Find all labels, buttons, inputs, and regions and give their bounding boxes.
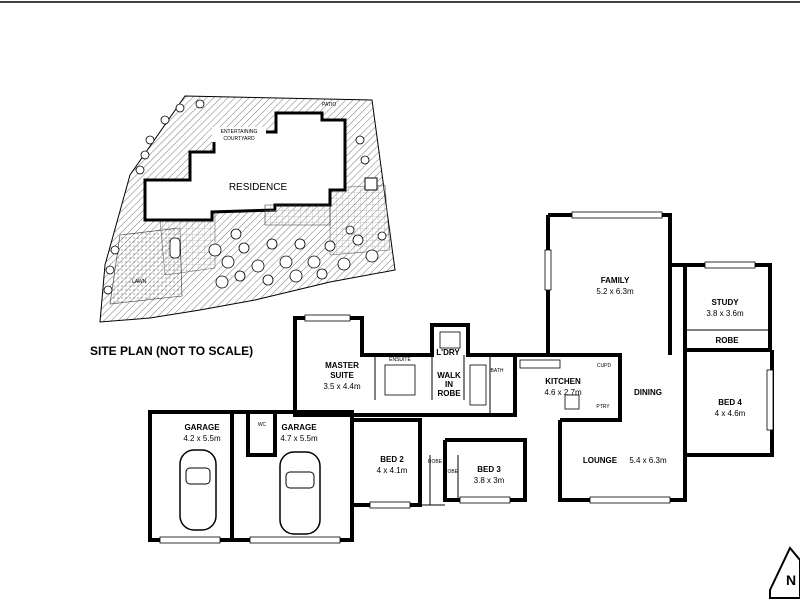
garage2-door [249,536,341,544]
wc-label: WC [258,422,267,428]
north-arrow-icon: N [769,546,800,599]
north-label: N [786,572,796,588]
dining-label: DINING [634,388,662,397]
garage1-dim: 4.2 x 5.5m [183,434,221,443]
bed3-dim: 3.8 x 3m [474,476,505,485]
cupd-label: CUPD [597,363,612,369]
robe3-label: ROBE [444,469,459,475]
ensuite-fixtures [384,364,416,396]
bed2-label: BED 2 [380,455,404,464]
cooktop [564,394,580,410]
ensuite-label: ENSUITE [389,357,411,363]
robe-label: ROBE [715,336,739,345]
patio-label: PATIO [322,102,336,108]
walkin-label-1: WALK [437,371,461,380]
water-tank [364,177,378,191]
lounge-label: LOUNGE [583,456,618,465]
bed2-dim: 4 x 4.1m [377,466,408,475]
site-plan: PATIO ENTERTAINING COURTYARD RESIDENCE L… [99,95,396,323]
room-labels: FAMILY 5.2 x 6.3m STUDY 3.8 x 3.6m ROBE … [183,276,745,485]
family-label: FAMILY [601,276,630,285]
bath-label: BATH [491,368,504,374]
residence-label: RESIDENCE [229,182,288,193]
master-label-2: SUITE [330,371,354,380]
study-dim: 3.8 x 3.6m [706,309,744,318]
garage-slab [264,204,331,226]
family-window-left [544,249,552,291]
kitchen-label: KITCHEN [545,377,581,386]
lounge-dim: 5.4 x 6.3m [629,456,667,465]
master-label-1: MASTER [325,361,359,370]
family-walls [546,213,672,355]
family-window-top [571,211,663,219]
walkin-label-3: ROBE [437,389,461,398]
bed2-window [369,501,411,509]
residence-footprint [143,111,347,222]
courtyard-label: COURTYARD [223,136,255,142]
kitchen-bench [519,359,561,369]
floor-plan [148,211,774,544]
walkin-label-2: IN [445,380,453,389]
bed3-label: BED 3 [477,465,501,474]
car-icon-garage2 [279,451,321,535]
ldry-label: L'DRY [436,348,460,357]
bed3-walls [443,438,527,502]
garage2-label: GARAGE [281,423,317,432]
lounge-window [589,496,671,504]
bed3-window [459,496,511,504]
wc-walls [246,412,277,457]
bath-tub [469,364,487,406]
garage1-door [159,536,221,544]
study-window [704,261,756,269]
ptry-label: PTRY [596,404,610,410]
driveway-area [159,213,216,276]
bed4-label: BED 4 [718,398,742,407]
kitchen-walls [515,353,622,422]
car-icon-garage1 [179,449,217,531]
entertaining-label: ENTERTAINING [221,129,258,135]
lawn-label: LAWN [132,279,147,285]
master-wing-walls [293,316,517,417]
lounge-walls [558,400,687,502]
entertaining-label-bg [212,127,266,142]
bed4-window [766,369,774,431]
laundry-tub [439,331,461,349]
master-window [304,314,351,322]
garden-shrubs [103,99,387,295]
robe2-label: ROBE [428,459,443,465]
kitchen-dim: 4.6 x 2.7m [544,388,582,397]
study-label: STUDY [711,298,739,307]
bed4-dim: 4 x 4.6m [715,409,746,418]
master-dim: 3.5 x 4.4m [323,382,361,391]
site-plan-title: SITE PLAN (NOT TO SCALE) [90,344,253,358]
garage2-dim: 4.7 x 5.5m [280,434,318,443]
family-dim: 5.2 x 6.3m [596,287,634,296]
garage1-label: GARAGE [184,423,220,432]
car-icon [169,237,181,259]
